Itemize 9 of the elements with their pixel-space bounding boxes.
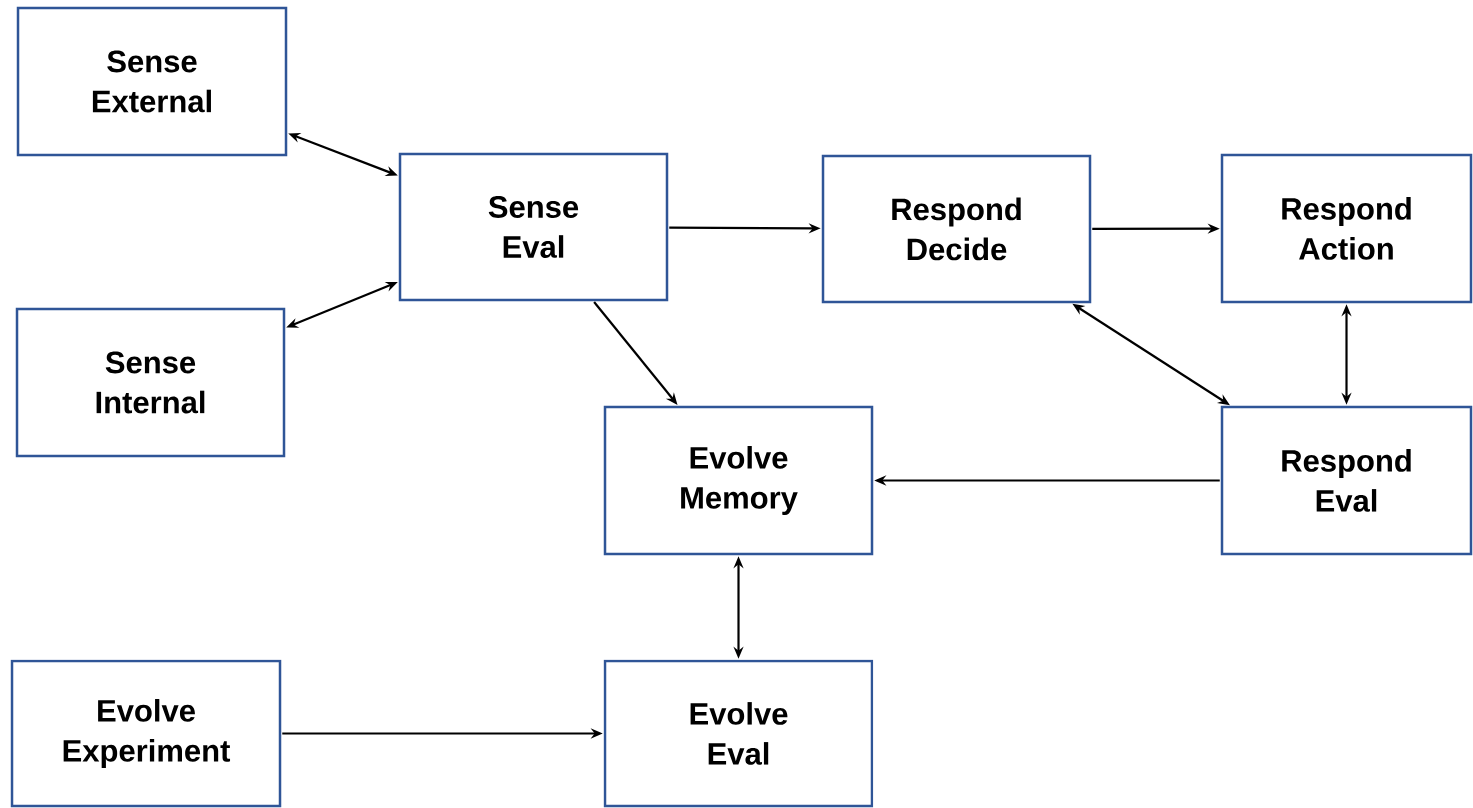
process-box: Evolve Eval [603,659,874,808]
process-box: Evolve Memory [603,405,874,556]
process-box: Evolve Experiment [10,659,282,808]
process-box: Sense Eval [398,152,669,302]
process-box: Respond Action [1220,153,1473,304]
process-box: Sense Internal [15,307,286,458]
process-box: Respond Eval [1220,405,1473,556]
process-box: Sense External [16,6,288,157]
process-box: Respond Decide [821,154,1092,304]
